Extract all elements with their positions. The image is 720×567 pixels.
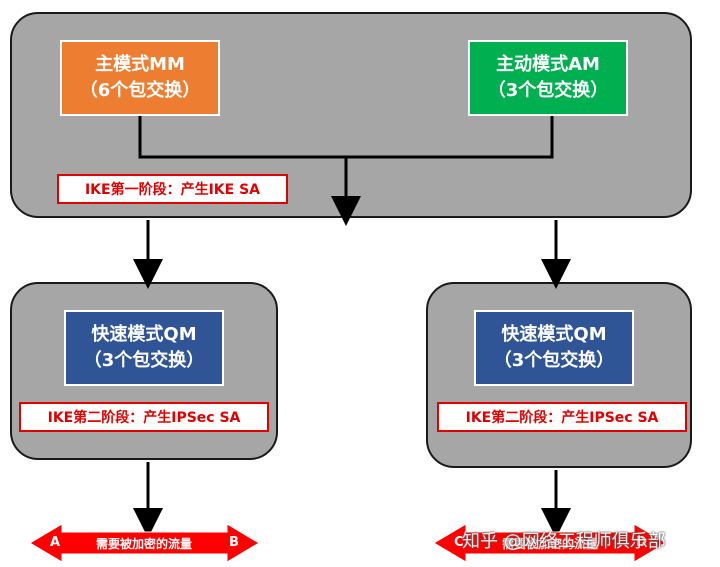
- phase2-label-left: IKE第二阶段：产生IPSec SA: [19, 402, 269, 432]
- traffic-label-right: 需要被加密的流量: [501, 536, 598, 551]
- aggressive-mode-packets: （3个包交换）: [487, 80, 609, 101]
- traffic-double-arrow-right: [433, 523, 667, 563]
- quick-mode-title-right: 快速模式QM: [501, 324, 607, 345]
- traffic-label-left: 需要被加密的流量: [95, 536, 192, 551]
- quick-mode-box-left: 快速模式QM （3个包交换）: [64, 310, 224, 386]
- phase2-label-right: IKE第二阶段：产生IPSec SA: [437, 402, 687, 432]
- aggressive-mode-box: 主动模式AM （3个包交换）: [468, 40, 628, 116]
- phase1-merge-line: [138, 116, 554, 159]
- quick-mode-packets-right: （3个包交换）: [493, 350, 615, 371]
- endpoint-d: D: [636, 535, 647, 550]
- aggressive-mode-title: 主动模式AM: [496, 54, 600, 75]
- main-mode-box: 主模式MM （6个包交换）: [60, 40, 220, 116]
- quick-mode-packets-left: （3个包交换）: [83, 350, 205, 371]
- endpoint-c: C: [454, 535, 464, 550]
- quick-mode-title-left: 快速模式QM: [91, 324, 197, 345]
- traffic-double-arrow-left: [29, 523, 260, 563]
- quick-mode-box-right: 快速模式QM （3个包交换）: [474, 310, 634, 386]
- phase1-label: IKE第一阶段：产生IKE SA: [57, 174, 288, 204]
- endpoint-a: A: [50, 535, 61, 550]
- main-mode-title: 主模式MM: [95, 54, 185, 75]
- endpoint-b: B: [229, 535, 239, 550]
- main-mode-packets: （6个包交换）: [79, 80, 201, 101]
- watermark: 知乎 @网络工程师俱乐部: [462, 531, 666, 552]
